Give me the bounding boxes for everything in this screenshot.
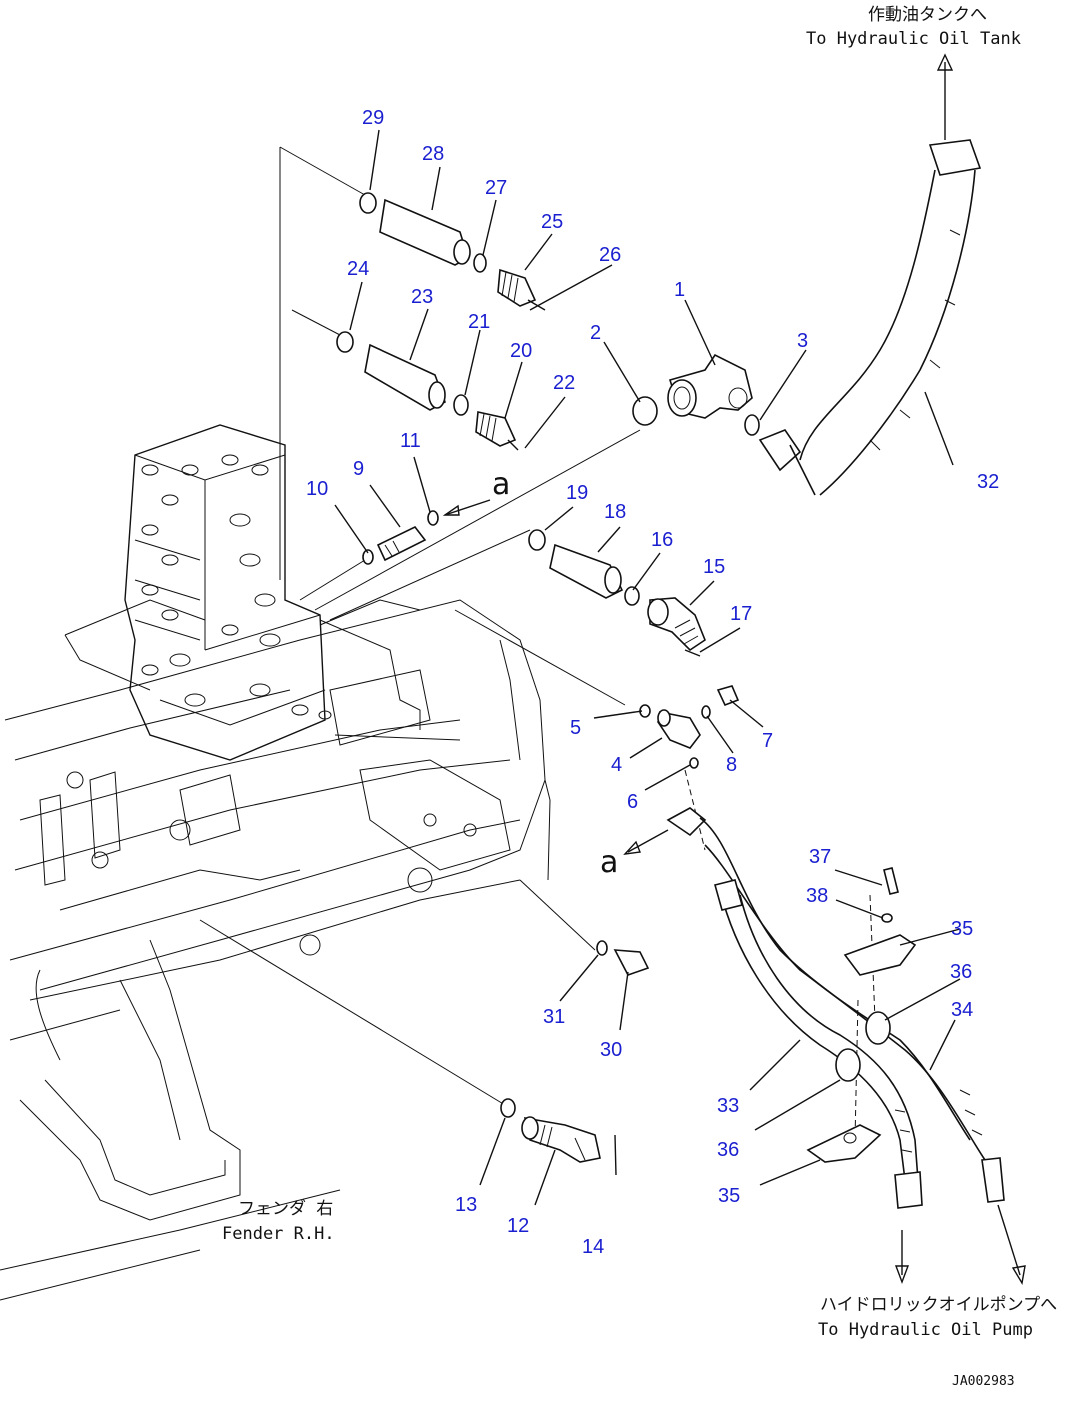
captions: 作動油タンクへ To Hydraulic Oil Tank フェンダ 右 Fen… xyxy=(222,5,1057,1389)
callout-27: 27 xyxy=(485,177,507,199)
callout-20: 20 xyxy=(510,340,532,362)
drawing-id: JA002983 xyxy=(952,1374,1015,1389)
parts-group-9 xyxy=(362,510,439,565)
oring-29 xyxy=(359,192,377,214)
callout-37: 37 xyxy=(809,846,831,868)
callout-36-lower: 36 xyxy=(717,1139,739,1161)
callout-2: 2 xyxy=(590,322,601,344)
callout-16: 16 xyxy=(651,529,673,551)
callout-18: 18 xyxy=(604,501,626,523)
parts-group-1 xyxy=(632,353,760,436)
caption-fender-en: Fender R.H. xyxy=(222,1224,335,1244)
callout-15: 15 xyxy=(703,556,725,578)
parts-group-12 xyxy=(500,1098,617,1176)
reference-mark-a-lower: a xyxy=(600,845,618,880)
caption-fender-jp: フェンダ 右 xyxy=(238,1199,333,1219)
callout-17: 17 xyxy=(730,603,752,625)
callout-9: 9 xyxy=(353,458,364,480)
callout-7: 7 xyxy=(762,730,773,752)
parts-row-middle xyxy=(336,331,519,451)
assembly-lines xyxy=(199,146,876,1141)
callout-31: 31 xyxy=(543,1006,565,1028)
callout-8: 8 xyxy=(726,754,737,776)
callout-11: 11 xyxy=(400,430,421,452)
callout-12: 12 xyxy=(507,1215,529,1237)
callout-10: 10 xyxy=(306,478,328,500)
callout-29: 29 xyxy=(362,107,384,129)
callout-1: 1 xyxy=(674,279,685,301)
oring-27 xyxy=(473,253,487,273)
label-leaders xyxy=(334,129,961,1206)
callout-4: 4 xyxy=(611,754,622,776)
callout-24: 24 xyxy=(347,258,369,280)
callout-34: 34 xyxy=(951,999,973,1021)
callout-21: 21 xyxy=(468,311,490,333)
parts-group-15 xyxy=(528,529,706,657)
callout-35-lower: 35 xyxy=(718,1185,740,1207)
caption-tank-jp: 作動油タンクへ xyxy=(868,5,987,25)
callout-28: 28 xyxy=(422,143,444,165)
callout-23: 23 xyxy=(411,286,433,308)
parts-group-4 xyxy=(639,685,740,769)
callout-5: 5 xyxy=(570,717,581,739)
caption-pump-jp: ハイドロリックオイルポンプへ xyxy=(820,1295,1057,1315)
hoses-33-34 xyxy=(666,807,1026,1285)
reference-mark-a-upper: a xyxy=(492,467,510,502)
hose-32 xyxy=(758,53,982,496)
callout-22: 22 xyxy=(553,372,575,394)
callout-36-upper: 36 xyxy=(950,961,972,983)
callout-14: 14 xyxy=(582,1236,604,1258)
callout-13: 13 xyxy=(455,1194,477,1216)
parts-group-30 xyxy=(596,940,650,976)
callout-labels: 29 28 27 25 26 24 23 21 20 22 2 1 3 32 1… xyxy=(306,107,999,1258)
parts-row-upper xyxy=(359,192,546,311)
callout-3: 3 xyxy=(797,330,808,352)
callout-35-upper: 35 xyxy=(951,918,973,940)
callout-26: 26 xyxy=(599,244,621,266)
clamps xyxy=(806,867,917,1163)
callout-19: 19 xyxy=(566,482,588,504)
control-valve-block xyxy=(64,424,421,761)
chassis-frame-drawing xyxy=(0,599,551,1301)
callout-38: 38 xyxy=(806,885,828,907)
callout-30: 30 xyxy=(600,1039,622,1061)
callout-32: 32 xyxy=(977,471,999,493)
reference-arrows xyxy=(442,499,669,855)
caption-pump-en: To Hydraulic Oil Pump xyxy=(818,1320,1033,1340)
caption-tank-en: To Hydraulic Oil Tank xyxy=(806,29,1021,49)
callout-33: 33 xyxy=(717,1095,739,1117)
callout-6: 6 xyxy=(627,791,638,813)
callout-25: 25 xyxy=(541,211,563,233)
